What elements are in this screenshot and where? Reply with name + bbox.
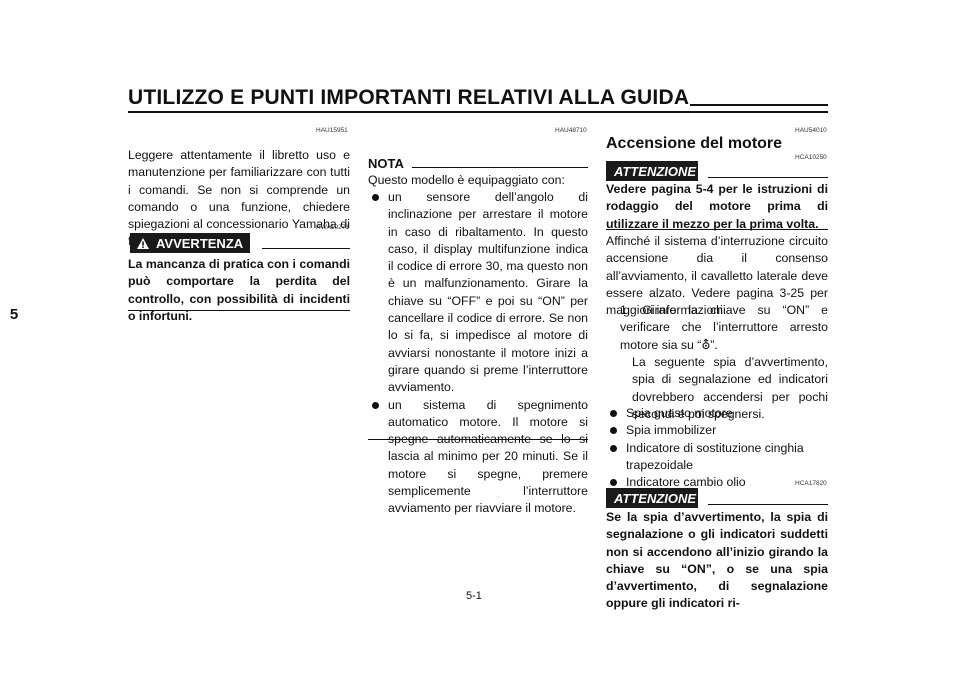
attention-rule [708,177,828,178]
nota-intro: Questo modello è equipaggiato con: [368,173,565,187]
list-item-text: Spia immobilizer [626,423,717,438]
list-item: Spia guasto motore [606,405,828,422]
indicator-bullet-list: Spia guasto motore Spia immobilizer Indi… [606,405,828,491]
attention-end-rule [606,229,828,230]
intro-paragraph: Leggere attentamente il libretto uso e m… [128,148,350,248]
list-item: un sistema di spegnimento automatico mot… [368,397,588,518]
bullet-dot [610,479,617,487]
attention-label-box: ATTENZIONE [606,488,698,508]
nota-label: NOTA [368,156,404,171]
attention-text: Vedere pagina 5-4 per le istruzioni di r… [606,182,828,231]
list-item: Indicatore cambio olio [606,474,828,491]
step-1-detail: La seguente spia d’avvertimento, spia di… [632,355,828,421]
list-item: un sensore dell’angolo di inclinazione p… [368,189,588,397]
bullet-dot [372,194,379,201]
list-item: Indicatore di sostituzione cinghia trape… [606,440,828,475]
section-code: HAU15951 [316,127,348,134]
page-number: 5-1 [466,590,482,602]
list-item-text: Indicatore cambio olio [626,475,746,490]
chapter-tab: 5 [9,305,19,323]
warning-label-box: AVVERTENZA [130,233,250,253]
body-paragraph: Affinché il sistema d’interruzione circu… [606,234,828,318]
step-1: 1. Girare la chiave su “ON” e verificare… [620,303,828,352]
warning-code: HWA10271 [316,224,349,231]
attention-label-box: ATTENZIONE [606,161,698,181]
bullet-dot [610,427,617,435]
attention-rule [708,504,828,505]
attention-code: HCA17820 [795,480,827,487]
list-item-text: Indicatore di sostituzione cinghia trape… [626,440,804,472]
warning-text: La mancanza di pratica con i comandi può… [128,257,350,323]
list-item-text: un sistema di spegnimento automatico mot… [388,397,588,516]
nota-end-rule [368,439,588,440]
bullet-dot [610,410,617,417]
page-header-title: UTILIZZO E PUNTI IMPORTANTI RELATIVI ALL… [128,86,690,109]
list-item: Spia immobilizer [606,422,828,439]
attention-text: Se la spia d’avvertimento, la spia di se… [606,510,828,611]
list-item-text: Spia guasto motore [626,406,733,420]
header-rule-accent [690,104,828,106]
bullet-dot [610,444,617,452]
nota-bullet-list: un sensore dell’angolo di inclinazione p… [368,189,588,518]
warning-end-rule [128,310,350,311]
nota-rule [412,167,588,168]
attention-code: HCA10250 [795,154,827,161]
warning-label: AVVERTENZA [156,235,244,251]
section-code: HAU48710 [555,127,587,134]
header-rule [128,111,828,113]
bullet-dot [372,401,379,409]
list-item-text: un sensore dell’angolo di inclinazione p… [388,190,588,395]
warning-triangle-icon [137,237,149,249]
attention-label: ATTENZIONE [614,490,697,506]
section-code: HAU54010 [795,127,827,134]
attention-label: ATTENZIONE [614,163,697,179]
warning-rule [262,248,350,249]
section-title: Accensione del motore [606,135,783,152]
